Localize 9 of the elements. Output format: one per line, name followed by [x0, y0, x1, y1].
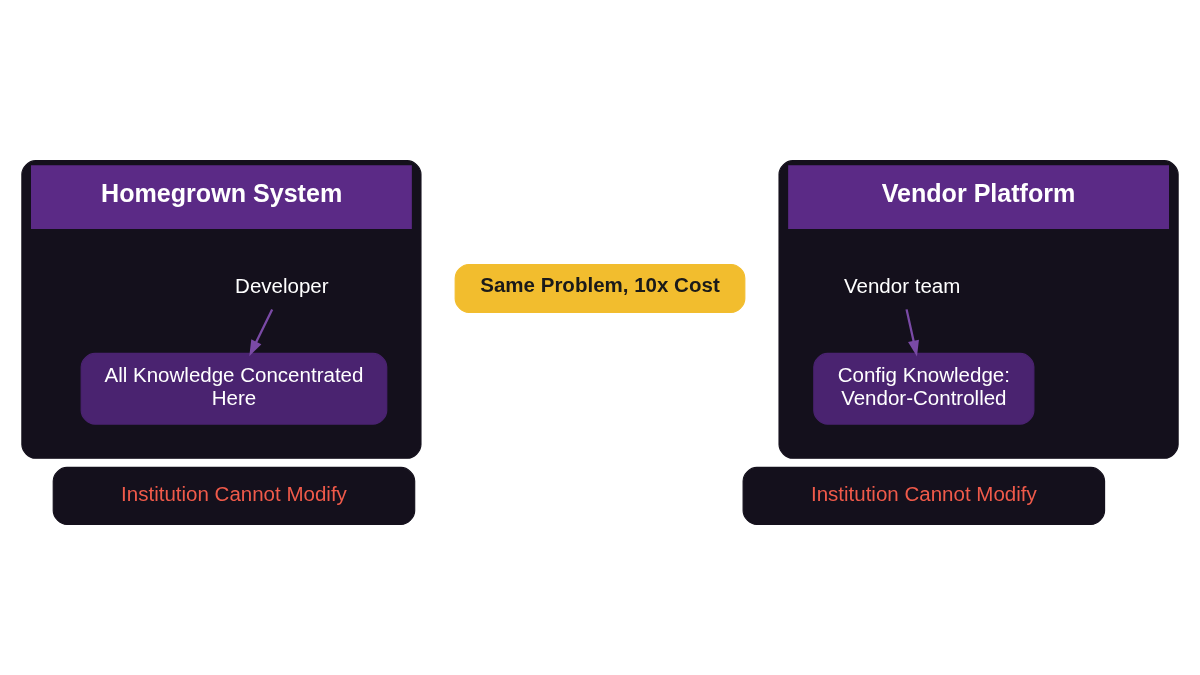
node-text: Developer	[235, 273, 329, 297]
node-box: Config Knowledge: Vendor-Controlled	[813, 352, 1035, 425]
node-box: All Knowledge Concentrated Here	[80, 352, 388, 425]
node-box: Institution Cannot Modify	[742, 466, 1106, 525]
arrow	[905, 308, 919, 356]
arrow	[249, 308, 274, 356]
node-text: Vendor team	[844, 273, 961, 297]
node-box: Same Problem, 10x Cost	[454, 263, 746, 313]
node-box: Institution Cannot Modify	[52, 466, 416, 525]
